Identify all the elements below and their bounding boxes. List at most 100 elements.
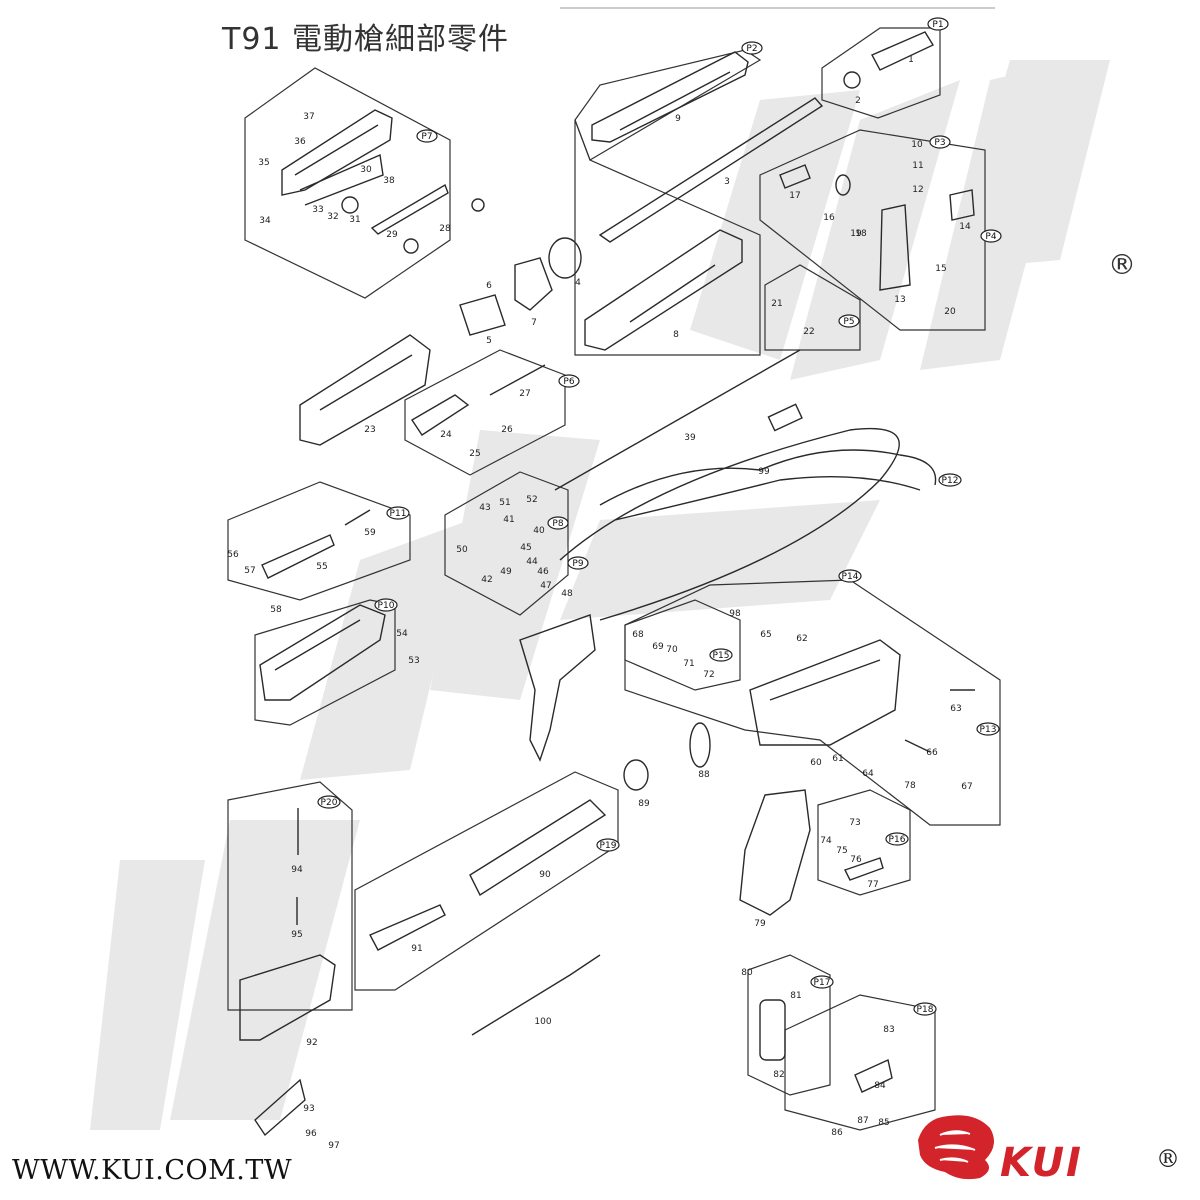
part-84 <box>854 1059 893 1093</box>
part-label-25: 25 <box>469 449 480 459</box>
spring-29 <box>370 183 449 235</box>
tag-p18: P18 <box>917 1005 934 1015</box>
website-url: WWW.KUI.COM.TW <box>12 1155 293 1186</box>
stock-92 <box>239 954 336 1041</box>
nut-89 <box>623 759 649 791</box>
tag-p16: P16 <box>889 835 906 845</box>
parts-sketches <box>239 31 975 1137</box>
part-label-96: 96 <box>305 1129 317 1139</box>
group-tag-badges <box>317 17 1002 1016</box>
part-label-45: 45 <box>520 543 531 553</box>
part-label-50: 50 <box>456 545 468 555</box>
part-label-71: 71 <box>683 659 694 669</box>
group-p15-box <box>624 599 741 691</box>
part-label-60: 60 <box>810 758 822 768</box>
part-label-2: 2 <box>855 96 861 106</box>
tag-p7-badge <box>416 129 438 143</box>
part-label-91: 91 <box>411 944 422 954</box>
trigger-assembly <box>519 614 596 762</box>
part-label-68: 68 <box>632 630 644 640</box>
group-p6-box <box>404 349 566 476</box>
part-label-48: 48 <box>561 589 573 599</box>
bracket-part-38 <box>299 153 384 206</box>
part-label-37: 37 <box>303 112 314 122</box>
part-label-7: 7 <box>531 318 537 328</box>
part-label-21: 21 <box>771 299 782 309</box>
part-label-80: 80 <box>741 968 753 978</box>
group-p19-box <box>354 771 619 991</box>
part-label-58: 58 <box>270 605 282 615</box>
part-label-35: 35 <box>258 158 269 168</box>
part-label-84: 84 <box>874 1081 886 1091</box>
part-label-11: 11 <box>912 161 923 171</box>
group-p5-box <box>764 264 861 351</box>
lower-receiver <box>749 639 901 746</box>
tag-p19: P19 <box>600 841 617 851</box>
part-label-41: 41 <box>503 515 514 525</box>
part-label-36: 36 <box>294 137 306 147</box>
part-label-87: 87 <box>857 1116 868 1126</box>
tag-p20-badge <box>317 795 341 809</box>
tag-p2: P2 <box>746 44 757 54</box>
part-label-86: 86 <box>831 1128 843 1138</box>
part-label-69: 69 <box>652 642 664 652</box>
plug-99 <box>767 403 803 432</box>
page-title: T91 電動槍細部零件 <box>222 22 510 57</box>
part-label-8: 8 <box>673 330 679 340</box>
tag-p17: P17 <box>814 978 831 988</box>
tag-p10: P10 <box>378 601 395 611</box>
part-7 <box>514 257 553 311</box>
part-label-14: 14 <box>959 222 971 232</box>
part-label-99: 99 <box>758 467 770 477</box>
group-p20-box <box>227 781 353 1011</box>
group-p1-box <box>821 27 941 119</box>
tag-p6: P6 <box>563 377 574 387</box>
part-label-5: 5 <box>486 336 492 346</box>
part-label-6: 6 <box>486 281 492 291</box>
part-label-100: 100 <box>534 1017 551 1027</box>
part-label-89: 89 <box>638 799 650 809</box>
part-label-31: 31 <box>349 215 360 225</box>
group-p16-box <box>817 789 911 896</box>
part-label-38: 38 <box>383 176 395 186</box>
tag-p13: P13 <box>980 725 997 735</box>
tag-p3-badge <box>929 135 951 149</box>
part-number-labels: 1 2 3 4 5 6 7 8 9 10 11 12 13 14 15 16 1… <box>227 55 972 1151</box>
nut-28b <box>471 198 485 212</box>
tag-p17-badge <box>810 975 834 989</box>
part-label-32: 32 <box>327 212 338 222</box>
part-label-15: 15 <box>935 264 946 274</box>
part-label-75: 75 <box>836 846 847 856</box>
part-label-65: 65 <box>760 630 771 640</box>
part-label-76: 76 <box>850 855 862 865</box>
ring-28 <box>403 238 419 254</box>
part-label-55: 55 <box>316 562 327 572</box>
buffer-tube <box>469 799 607 897</box>
tag-p6-badge <box>558 374 580 388</box>
part-label-88: 88 <box>698 770 710 780</box>
part-label-81: 81 <box>790 991 801 1001</box>
part-label-3: 3 <box>724 177 730 187</box>
group-p10-box <box>254 599 396 726</box>
part-label-98: 98 <box>729 609 741 619</box>
tag-p8: P8 <box>552 519 563 529</box>
part-label-39: 39 <box>684 433 696 443</box>
wiring-99 <box>599 449 937 506</box>
tag-p2-badge <box>741 41 763 55</box>
tag-p3: P3 <box>934 138 945 148</box>
part-label-42: 42 <box>481 575 492 585</box>
part-label-44: 44 <box>526 557 538 567</box>
part-18 <box>835 174 851 196</box>
part-55 <box>261 534 335 579</box>
tag-p5: P5 <box>843 317 854 327</box>
handguard-top <box>591 51 749 143</box>
knob-31 <box>341 196 359 214</box>
part-label-85: 85 <box>878 1118 889 1128</box>
part-label-49: 49 <box>500 567 512 577</box>
part-label-40: 40 <box>533 526 545 536</box>
part-label-29: 29 <box>386 230 398 240</box>
part-label-82: 82 <box>773 1070 784 1080</box>
part-label-66: 66 <box>926 748 938 758</box>
group-outlines <box>227 27 1001 1131</box>
tag-p15: P15 <box>713 651 730 661</box>
